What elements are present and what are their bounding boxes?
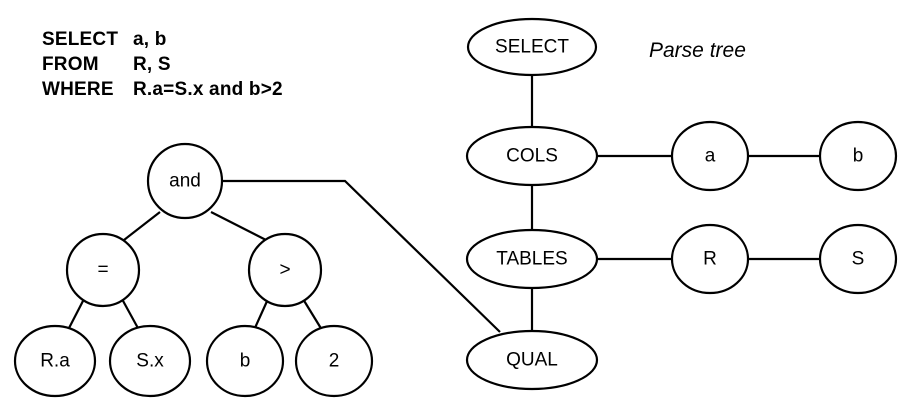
sql-line-2-keyword: FROM bbox=[42, 54, 99, 75]
node-b-expr[interactable]: b bbox=[205, 324, 285, 398]
node-sx-shape[interactable] bbox=[108, 324, 192, 398]
edge-and-eq bbox=[123, 211, 161, 241]
node-tbl-r[interactable]: R bbox=[670, 223, 750, 295]
node-cols[interactable]: COLS bbox=[465, 125, 599, 187]
edge-eq-ra bbox=[67, 298, 85, 331]
node-col-b-shape[interactable] bbox=[818, 120, 898, 192]
node-gt[interactable]: > bbox=[247, 232, 323, 308]
node-cols-label: COLS bbox=[506, 146, 558, 167]
node-col-a-shape[interactable] bbox=[670, 120, 750, 192]
sql-query-block: SELECT a, b FROM R, S WHERE R.a=S.x and … bbox=[42, 29, 283, 100]
node-two-shape[interactable] bbox=[294, 324, 374, 398]
sql-line-1-keyword: SELECT bbox=[42, 29, 118, 50]
node-tbl-s[interactable]: S bbox=[818, 223, 898, 295]
node-ra[interactable]: R.a bbox=[13, 324, 97, 398]
node-qual-label: QUAL bbox=[506, 350, 558, 371]
node-tables-shape[interactable] bbox=[465, 228, 599, 290]
node-col-b-label: b bbox=[853, 146, 864, 167]
node-tables[interactable]: TABLES bbox=[465, 228, 599, 290]
node-tbl-s-shape[interactable] bbox=[818, 223, 898, 295]
node-sx-label: S.x bbox=[136, 351, 164, 372]
node-select-label: SELECT bbox=[495, 37, 569, 58]
node-and[interactable]: and bbox=[146, 142, 224, 220]
node-qual-shape[interactable] bbox=[465, 329, 599, 391]
node-qual[interactable]: QUAL bbox=[465, 329, 599, 391]
sql-line-3-body: R.a=S.x and b>2 bbox=[133, 79, 283, 100]
edge-eq-sx bbox=[121, 298, 140, 331]
expression-tree-edges bbox=[67, 179, 501, 333]
node-eq-shape[interactable] bbox=[65, 232, 141, 308]
node-and-label: and bbox=[169, 171, 201, 192]
node-gt-shape[interactable] bbox=[247, 232, 323, 308]
node-tbl-r-shape[interactable] bbox=[670, 223, 750, 295]
parse-tree-edges bbox=[530, 75, 820, 332]
node-select[interactable]: SELECT bbox=[466, 17, 598, 77]
node-b-expr-label: b bbox=[240, 351, 251, 372]
node-ra-shape[interactable] bbox=[13, 324, 97, 398]
sql-line-3-keyword: WHERE bbox=[42, 79, 114, 100]
node-eq-label: = bbox=[97, 260, 108, 281]
node-sx[interactable]: S.x bbox=[108, 324, 192, 398]
node-two[interactable]: 2 bbox=[294, 324, 374, 398]
node-tables-label: TABLES bbox=[496, 249, 567, 270]
sql-line-2-body: R, S bbox=[133, 54, 171, 75]
node-and-shape[interactable] bbox=[146, 142, 224, 220]
node-tbl-r-label: R bbox=[703, 249, 717, 270]
edge-gt-two bbox=[302, 298, 323, 331]
node-eq[interactable]: = bbox=[65, 232, 141, 308]
edge-gt-b bbox=[252, 298, 270, 331]
node-col-b[interactable]: b bbox=[818, 120, 898, 192]
node-ra-label: R.a bbox=[40, 351, 70, 372]
node-b-expr-shape[interactable] bbox=[205, 324, 285, 398]
node-gt-label: > bbox=[279, 260, 290, 281]
node-select-shape[interactable] bbox=[466, 17, 598, 77]
node-col-a-label: a bbox=[705, 146, 716, 167]
node-cols-shape[interactable] bbox=[465, 125, 599, 187]
node-two-label: 2 bbox=[329, 351, 340, 372]
node-col-a[interactable]: a bbox=[670, 120, 750, 192]
edge-and-qual bbox=[222, 179, 501, 333]
figure-caption: Parse tree bbox=[649, 39, 746, 62]
node-tbl-s-label: S bbox=[852, 249, 865, 270]
sql-line-1-body: a, b bbox=[133, 29, 167, 50]
edge-and-gt bbox=[210, 211, 267, 241]
